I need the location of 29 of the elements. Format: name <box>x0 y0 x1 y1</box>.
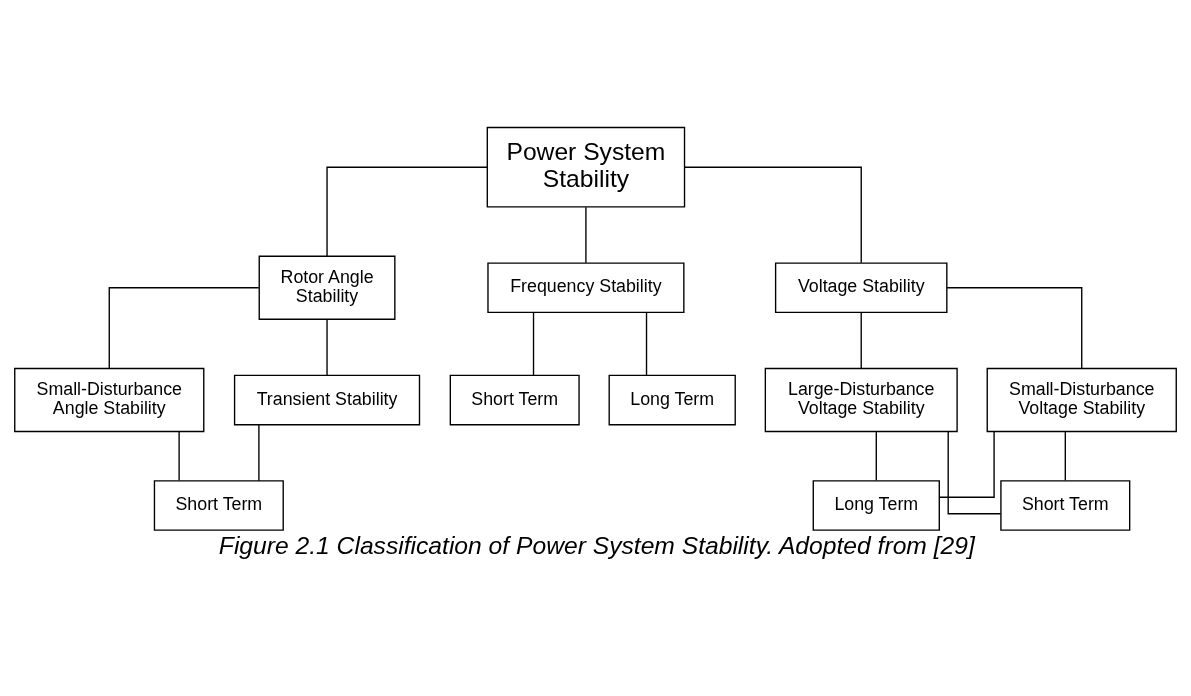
node-box: Transient Stability <box>233 374 421 426</box>
node-box: Power System Stability <box>486 126 686 208</box>
connector <box>108 287 260 369</box>
node-box: Long Term <box>812 480 940 531</box>
connector <box>684 166 862 264</box>
connector <box>585 206 587 264</box>
connector <box>258 424 260 482</box>
connector <box>326 166 488 257</box>
connector <box>860 311 862 370</box>
connector <box>1064 431 1066 481</box>
node-box: Frequency Stability <box>487 262 685 314</box>
connector <box>875 431 877 481</box>
node-box: Short Term <box>153 480 284 531</box>
connector <box>532 311 535 376</box>
node-box: Short Term <box>449 374 580 426</box>
node-box: Small-Disturbance Angle Stability <box>14 367 205 433</box>
node-box: Short Term <box>1000 480 1131 531</box>
connector <box>938 431 995 498</box>
connector <box>326 318 328 376</box>
connector <box>645 311 648 376</box>
node-box: Large-Disturbance Voltage Stability <box>764 367 958 433</box>
node-box: Voltage Stability <box>774 262 948 314</box>
caption: Figure 2.1 Classification of Power System Stability. Adopted from [29] <box>218 532 975 559</box>
connector <box>178 431 180 481</box>
connector <box>946 287 1083 369</box>
connector <box>947 431 1002 515</box>
node-box: Small-Disturbance Voltage Stability <box>986 367 1177 433</box>
node-box: Long Term <box>608 374 736 426</box>
node-box: Rotor Angle Stability <box>258 255 396 320</box>
